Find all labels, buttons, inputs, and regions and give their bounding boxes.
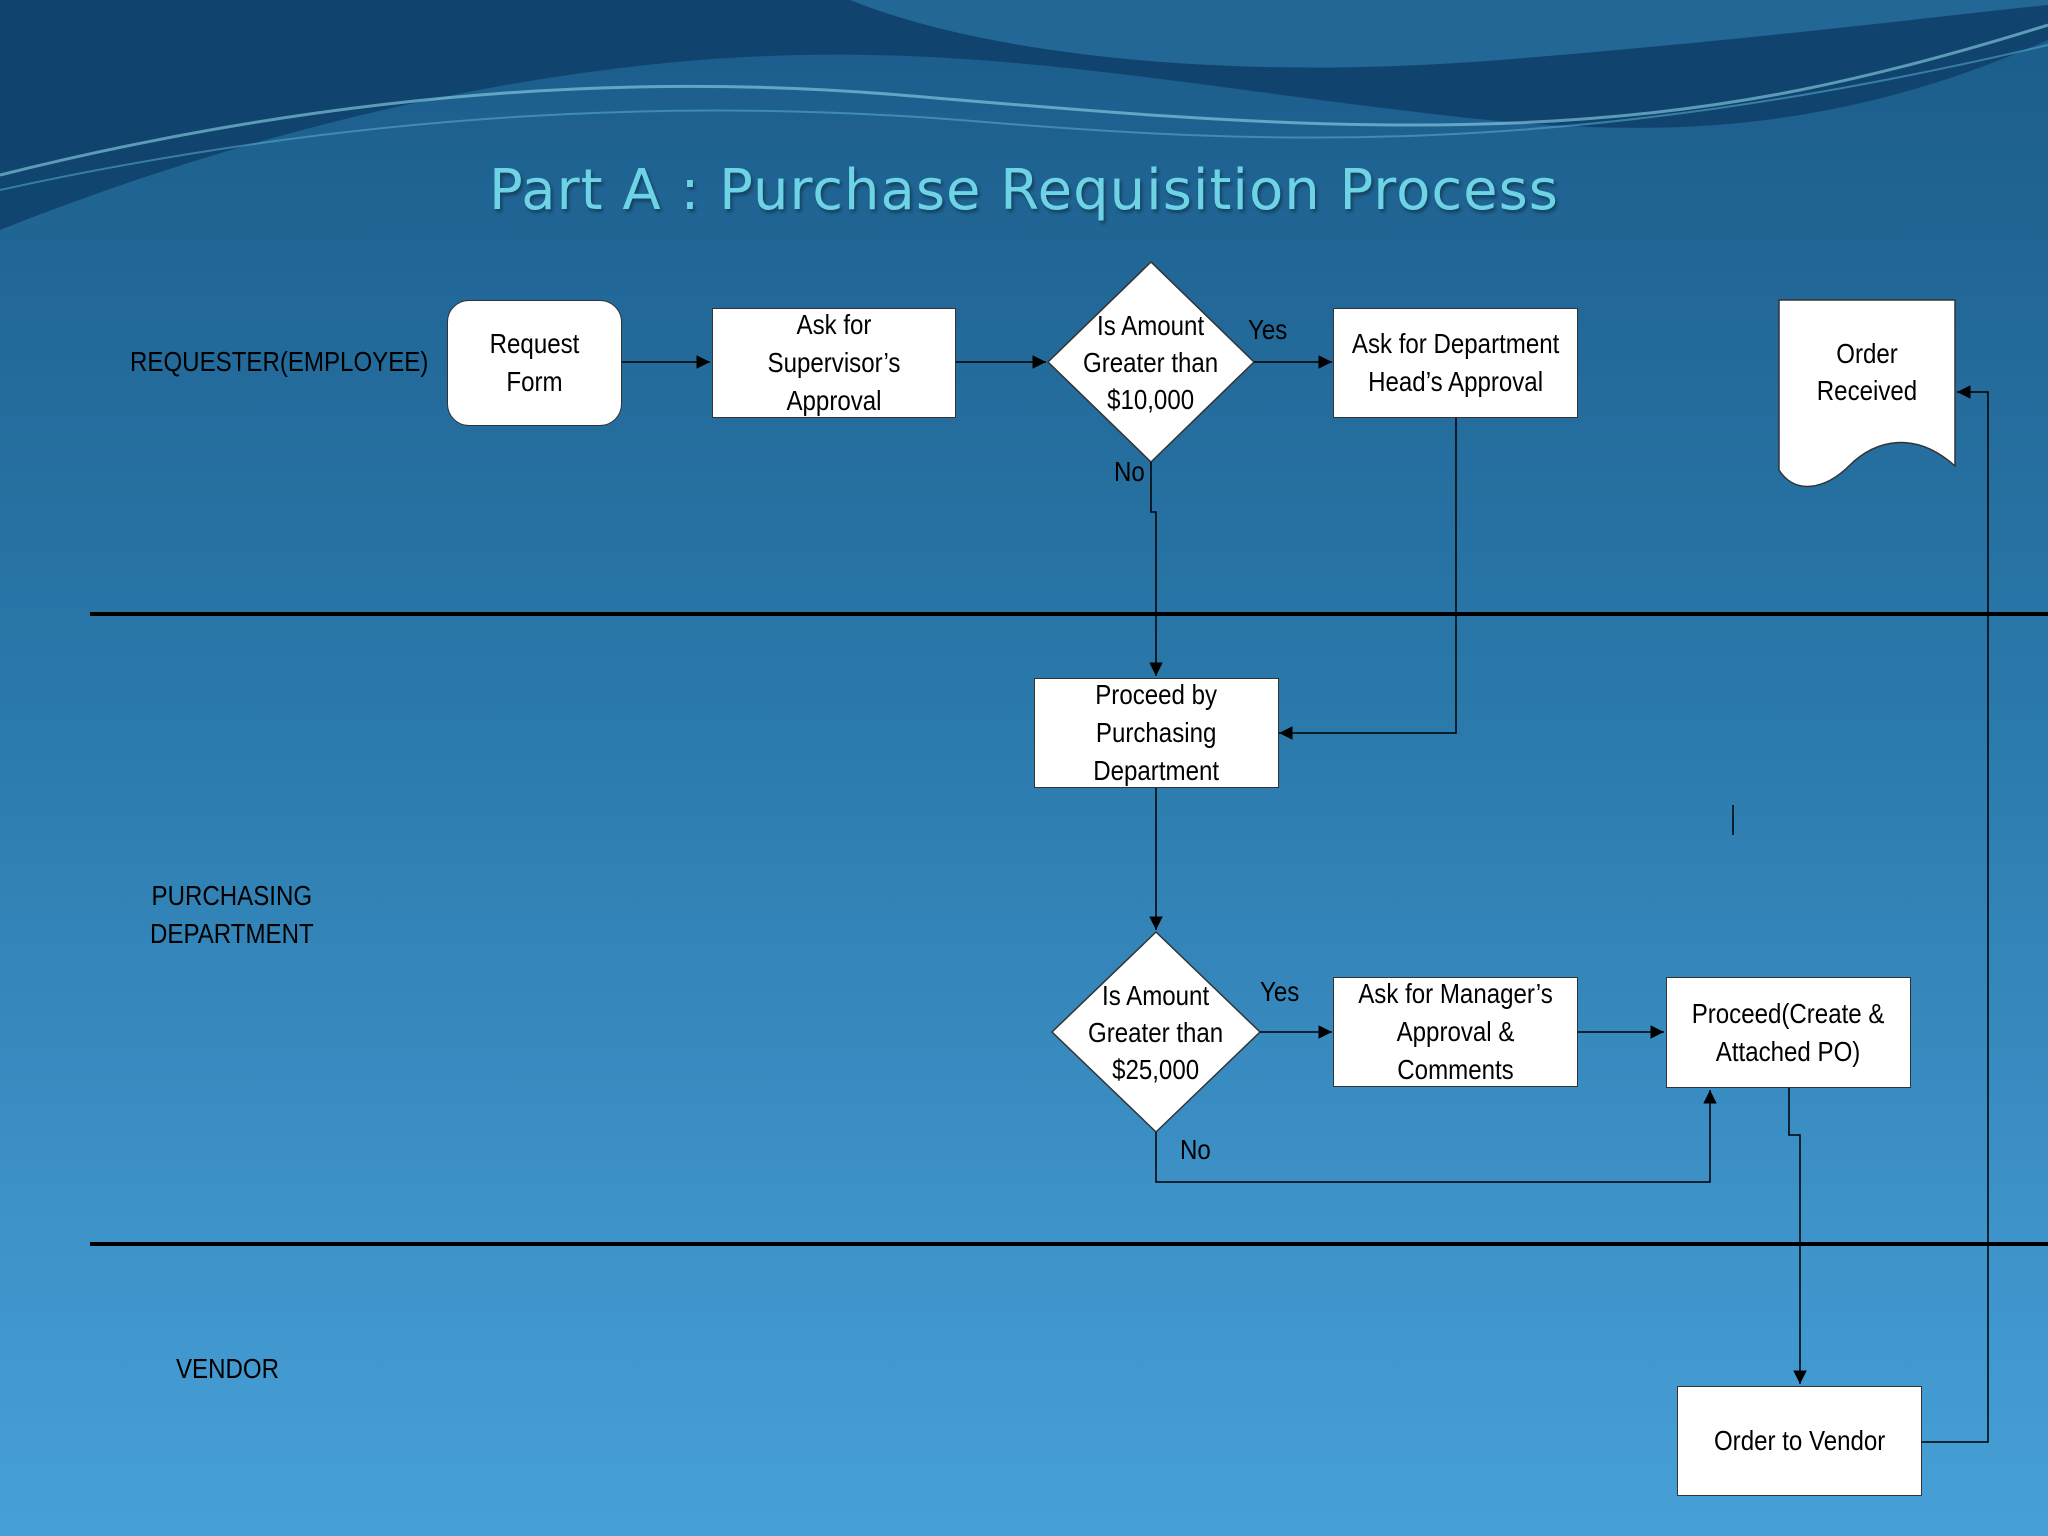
node-decision-10000[interactable]: Is Amount Greater than $10,000 [1048, 262, 1254, 462]
node-order-vendor-label: Order to Vendor [1713, 1425, 1886, 1456]
node-decision-10000-label: Is Amount Greater than $10,000 [1083, 307, 1218, 418]
create-po-line1: Proceed(Create & [1692, 997, 1885, 1029]
node-supervisor-line1: Ask for Supervisor’s [767, 309, 901, 378]
node-supervisor-approval-label: Ask for Supervisor’s Approval [730, 306, 938, 420]
node-manager-approval[interactable]: Ask for Manager’s Approval & Comments [1333, 977, 1578, 1087]
lane-label-purchasing: PURCHASING DEPARTMENT [150, 877, 314, 953]
lane-label-vendor: VENDOR [176, 1353, 280, 1384]
lane-label-requester: REQUESTER(EMPLOYEE) [130, 346, 429, 377]
node-create-po[interactable]: Proceed(Create & Attached PO) [1666, 977, 1911, 1088]
node-supervisor-approval[interactable]: Ask for Supervisor’s Approval [712, 308, 956, 418]
edge-decision1-no [1149, 462, 1163, 676]
node-order-received[interactable]: Order Received [1779, 338, 1955, 406]
dept-head-line1: Ask for Department [1351, 328, 1560, 359]
decision1-line3: $10,000 [1107, 383, 1195, 415]
lane-label-purchasing-line2: DEPARTMENT [150, 918, 314, 949]
edge-label-d2-no: No [1180, 1134, 1211, 1165]
node-dept-head-approval[interactable]: Ask for Department Head’s Approval [1333, 308, 1578, 418]
edge-label-d2-yes: Yes [1260, 976, 1300, 1007]
decision2-line3: $25,000 [1112, 1053, 1200, 1085]
edge-label-d1-yes: Yes [1248, 314, 1288, 345]
node-order-vendor[interactable]: Order to Vendor [1677, 1386, 1922, 1496]
node-manager-approval-label: Ask for Manager’s Approval & Comments [1351, 975, 1560, 1089]
node-decision-25000-label: Is Amount Greater than $25,000 [1088, 977, 1223, 1088]
node-proceed-purchasing[interactable]: Proceed by Purchasing Department [1034, 678, 1279, 788]
node-create-po-label: Proceed(Create & Attached PO) [1692, 995, 1885, 1071]
edge-vendor-to-received [1921, 385, 1989, 1443]
create-po-line2: Attached PO) [1716, 1035, 1861, 1067]
proceed-purchasing-line1: Proceed by [1095, 679, 1218, 710]
node-request-form-label: Request Form [489, 328, 580, 397]
decision1-line1: Is Amount [1097, 309, 1205, 341]
edge-po-to-vendor [1788, 1088, 1807, 1384]
node-order-received-label: Order Received [1816, 338, 1918, 406]
page-title: Part A : Purchase Requisition Process [489, 158, 1559, 223]
proceed-purchasing-line3: Department [1093, 755, 1220, 786]
edge-decision2-no [1155, 1090, 1717, 1183]
manager-line1: Ask for Manager’s [1358, 978, 1553, 1009]
node-decision-25000[interactable]: Is Amount Greater than $25,000 [1052, 932, 1260, 1132]
lane-label-purchasing-line1: PURCHASING [151, 880, 313, 911]
manager-line2: Approval & Comments [1396, 1016, 1515, 1085]
node-dept-head-label: Ask for Department Head’s Approval [1352, 325, 1559, 401]
decision2-line1: Is Amount [1102, 979, 1210, 1011]
decision2-line2: Greater than [1088, 1016, 1224, 1048]
dept-head-line2: Head’s Approval [1368, 366, 1543, 397]
node-request-form[interactable]: Request Form [447, 300, 622, 426]
edge-depthead-to-purchasing [1279, 418, 1457, 740]
decision1-line2: Greater than [1083, 346, 1219, 378]
node-supervisor-line2: Approval [786, 385, 882, 416]
proceed-purchasing-line2: Purchasing [1096, 717, 1217, 748]
node-proceed-purchasing-label: Proceed by Purchasing Department [1094, 676, 1220, 790]
edge-label-d1-no: No [1114, 456, 1145, 487]
order-received-shape [1778, 299, 1956, 487]
